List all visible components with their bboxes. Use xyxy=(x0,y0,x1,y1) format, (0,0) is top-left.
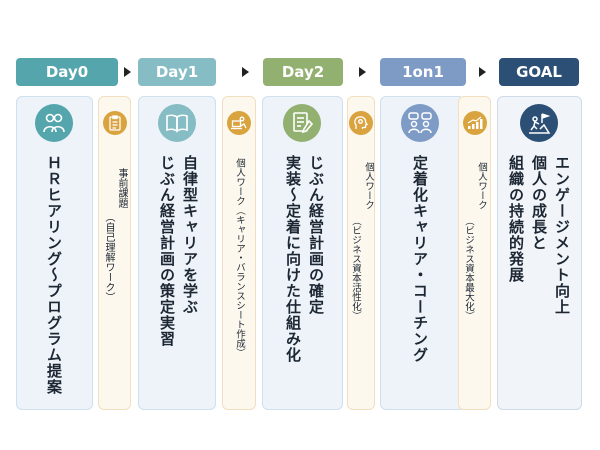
step-card-day2 xyxy=(262,96,343,410)
header-day2: Day2 xyxy=(263,58,343,86)
arrow-right-icon xyxy=(479,67,486,77)
task-text-4-line2: （ビジネス資本最大化） xyxy=(463,216,474,321)
task-text-3-line1: 個人ワーク xyxy=(363,162,374,210)
task-card-3 xyxy=(347,96,375,410)
step-text-1on1: 定着化キャリア・コーチング xyxy=(411,155,429,363)
step-text-goal-line2: 個人の成長と xyxy=(530,155,548,251)
header-1on1: 1on1 xyxy=(380,58,466,86)
step-text-day2-line1: じぶん経営計画の確定 xyxy=(307,155,325,315)
step-text-day0: ＨＲヒアリング～プログラム提案 xyxy=(45,155,63,395)
book-icon xyxy=(158,104,196,142)
header-day0: Day0 xyxy=(16,58,118,86)
laptop-person-icon xyxy=(227,111,251,135)
task-text-1-line1: 事前課題 xyxy=(116,168,127,208)
growth-chart-icon xyxy=(463,111,487,135)
arrow-right-icon xyxy=(242,67,249,77)
summit-flag-icon xyxy=(520,104,558,142)
conversation-icon xyxy=(401,104,439,142)
arrow-right-icon xyxy=(124,67,131,77)
step-card-day1 xyxy=(138,96,216,410)
task-text-2: 個人ワーク（キャリア・バランスシート作成） xyxy=(234,158,245,358)
step-text-day2-line2: 実装～定着に向けた仕組み化 xyxy=(284,155,302,363)
task-card-4 xyxy=(458,96,491,410)
task-text-4-line1: 個人ワーク xyxy=(476,162,487,210)
step-card-goal xyxy=(497,96,582,410)
clipboard-icon xyxy=(103,111,127,135)
task-card-2 xyxy=(222,96,256,410)
header-day1: Day1 xyxy=(138,58,216,86)
task-text-3-line2: （ビジネス資本活性化） xyxy=(350,216,361,321)
step-text-goal-line3: 組織の持続的発展 xyxy=(507,155,525,283)
task-text-1-line2: （自己理解ワーク） xyxy=(103,212,114,302)
task-card-1 xyxy=(98,96,131,410)
document-pen-icon xyxy=(283,104,321,142)
header-goal: GOAL xyxy=(499,58,579,86)
step-card-day0 xyxy=(16,96,93,410)
step-text-goal-line1: エンゲージメント向上 xyxy=(553,155,571,315)
arrow-right-icon xyxy=(359,67,366,77)
people-icon xyxy=(35,104,73,142)
gear-head-icon xyxy=(349,111,373,135)
step-text-day1-line1: 自律型キャリアを学ぶ xyxy=(181,155,199,315)
step-text-day1-line2: じぶん経営計画の策定実習 xyxy=(158,155,176,347)
